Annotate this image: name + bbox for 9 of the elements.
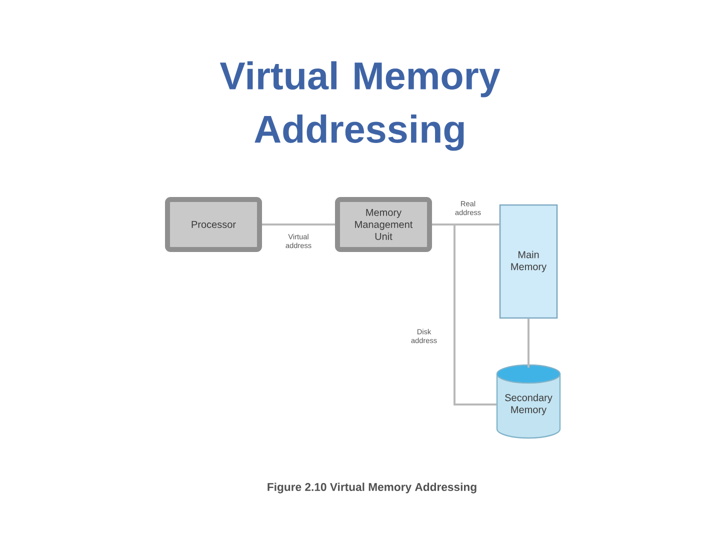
unit-box: Memory Management Unit	[335, 197, 432, 252]
connector-line	[528, 318, 530, 368]
connector-line	[262, 224, 335, 226]
memory-box: Main Memory	[499, 204, 558, 319]
connector-line	[432, 224, 497, 406]
title: Virtual Memory Addressing	[220, 61, 500, 151]
disk-cylinder: Secondary Memory	[496, 364, 561, 439]
processor-box: Processor	[165, 197, 262, 252]
caption: Figure 2.10 Virtual Memory Addressing	[268, 482, 476, 494]
